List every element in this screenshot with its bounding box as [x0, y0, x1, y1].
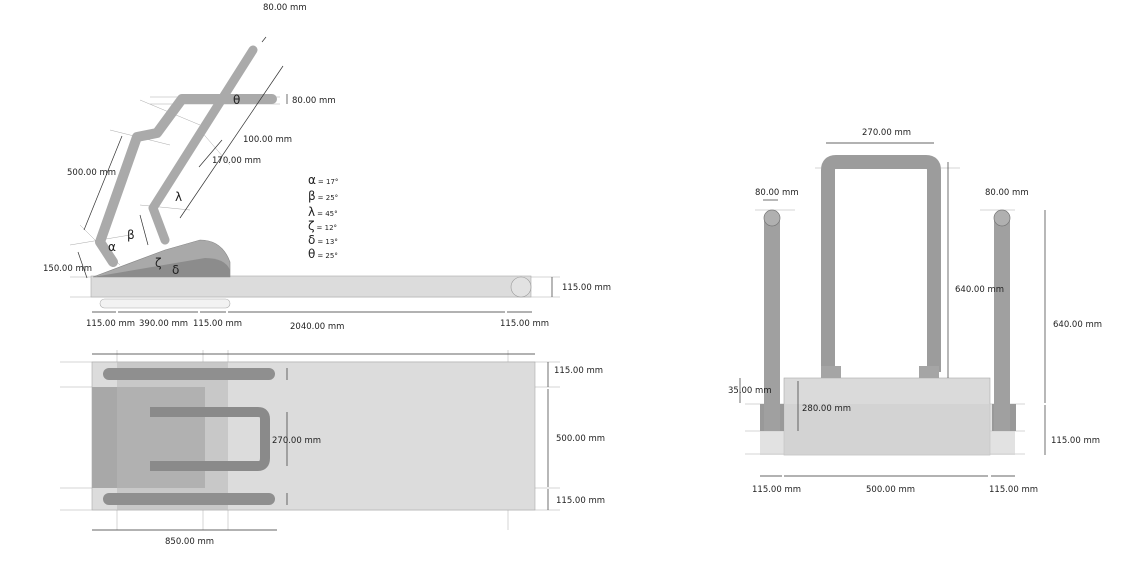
label-rail-top: 115.00 mm — [554, 366, 603, 376]
dimension-lines — [92, 353, 549, 531]
handle-mount-right — [919, 366, 939, 378]
label-bottom-right: 115.00 mm — [989, 485, 1038, 495]
label-rail-bottom: 115.00 mm — [556, 496, 605, 506]
angle-legend: α= 17° β= 25° λ= 45° ζ= 12° δ= 13° θ= 25… — [308, 173, 338, 261]
label-upper-length: 100.00 mm — [243, 135, 292, 145]
lambda-marker: λ — [175, 190, 182, 204]
label-handle-span: 270.00 mm — [862, 128, 911, 138]
front-roller — [510, 276, 532, 298]
label-bottom-390: 390.00 mm — [139, 319, 188, 329]
label-bottom-left: 115.00 mm — [752, 485, 801, 495]
dimension-lines — [739, 142, 1046, 477]
handle-u-top — [150, 407, 270, 471]
rail-left — [103, 368, 275, 380]
angle-delta: δ= 13° — [308, 233, 338, 247]
foot-front — [760, 404, 1015, 455]
rail-right — [103, 493, 275, 505]
post-right — [994, 216, 1010, 431]
rear-roller — [99, 298, 231, 309]
label-post-height: 640.00 mm — [1053, 320, 1102, 330]
label-post-right-diam: 80.00 mm — [985, 188, 1029, 198]
label-mid-length: 170.00 mm — [212, 156, 261, 166]
label-frame-length: 850.00 mm — [165, 537, 214, 547]
label-roller-height: 115.00 mm — [562, 283, 611, 293]
label-bottom-115-right: 115.00 mm — [500, 319, 549, 329]
angle-alpha: α= 17° — [308, 173, 338, 187]
label-foot-height: 115.00 mm — [1051, 436, 1100, 446]
delta-marker: δ — [172, 263, 179, 277]
side-view: θ λ β α ζ δ 80.00 mm 80.00 mm 100.00 mm … — [43, 3, 611, 332]
label-handle-height: 640.00 mm — [955, 285, 1004, 295]
label-deck-width: 500.00 mm — [556, 434, 605, 444]
dimension-lines — [77, 36, 553, 313]
front-view: 270.00 mm 80.00 mm 80.00 mm 640.00 mm 64… — [728, 128, 1102, 495]
handle-mount-left — [821, 366, 841, 378]
label-total-length: 2040.00 mm — [290, 322, 344, 332]
label-handlebar-height: 80.00 mm — [292, 96, 336, 106]
label-step: 35.00 mm — [728, 386, 772, 396]
post-right-cap — [993, 209, 1011, 227]
label-bottom-mid: 500.00 mm — [866, 485, 915, 495]
label-bottom-115-left: 115.00 mm — [86, 319, 135, 329]
handle-u-front — [821, 155, 941, 372]
frame-top — [117, 362, 228, 510]
front-upright-tube — [148, 45, 258, 245]
post-left-cap — [763, 209, 781, 227]
zeta-marker: ζ — [155, 256, 162, 270]
label-rear-upright-length: 500.00 mm — [67, 168, 116, 178]
angle-theta: θ= 25° — [308, 247, 338, 261]
label-base-height: 280.00 mm — [802, 404, 851, 414]
alpha-marker: α — [108, 240, 116, 254]
label-handle-width: 270.00 mm — [272, 436, 321, 446]
top-view: 115.00 mm 270.00 mm 500.00 mm 115.00 mm … — [60, 350, 605, 547]
treadmill-deck — [90, 275, 532, 298]
post-left — [764, 216, 780, 431]
label-top-tube-width: 80.00 mm — [263, 3, 307, 13]
beta-marker: β — [127, 228, 135, 242]
rear-upright-tube — [95, 94, 277, 267]
housing-wedge — [93, 258, 230, 277]
angle-beta: β= 25° — [308, 189, 338, 203]
label-bottom-115-mid: 115.00 mm — [193, 319, 242, 329]
theta-marker: θ — [233, 93, 240, 107]
label-post-left-diam: 80.00 mm — [755, 188, 799, 198]
label-lower-length: 150.00 mm — [43, 264, 92, 274]
angle-lambda: λ= 45° — [308, 205, 338, 219]
angle-zeta: ζ= 12° — [308, 219, 337, 233]
